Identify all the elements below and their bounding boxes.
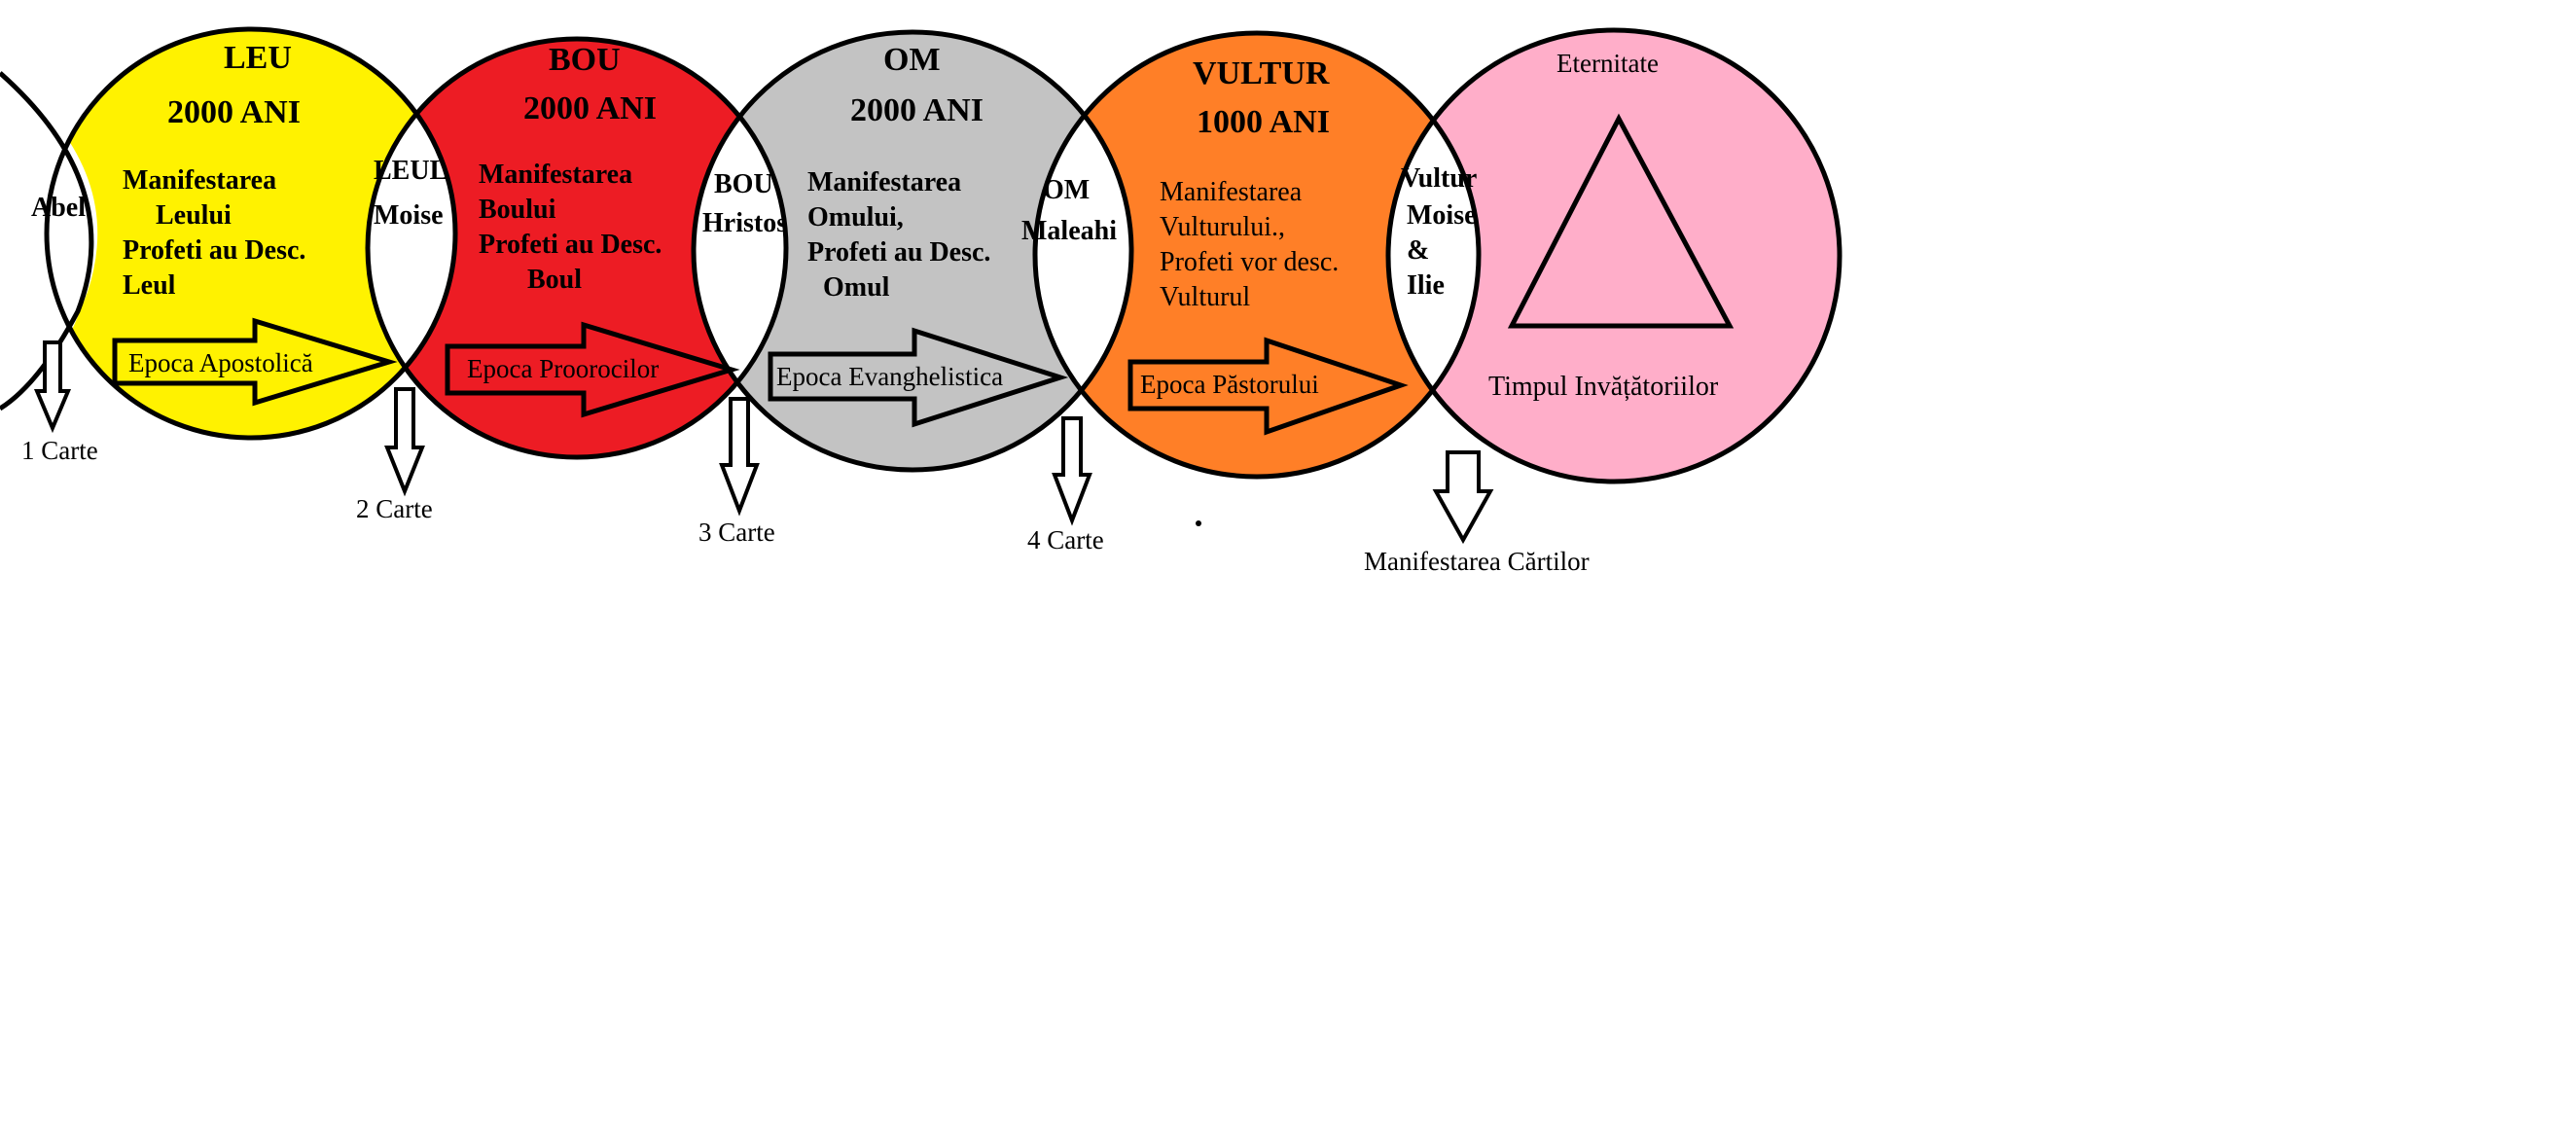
bou-line-2: Boului <box>479 195 556 225</box>
bou-years: 2000 ANI <box>523 90 657 126</box>
epoca-pastorului-label: Epoca Păstorului <box>1140 370 1319 399</box>
epoca-proorocilor-label: Epoca Proorocilor <box>467 354 659 383</box>
leu-title: LEU <box>224 40 292 76</box>
vultur-years: 1000 ANI <box>1197 104 1330 140</box>
left-arc-outline <box>0 71 94 411</box>
abel-label: Abel <box>31 193 86 223</box>
book-3-arrow <box>719 397 760 517</box>
leu-line-1: Manifestarea <box>123 165 276 196</box>
om-circle <box>694 32 1131 470</box>
maleahi-label: Maleahi <box>1021 216 1117 246</box>
hristos-label: Hristos <box>702 208 787 238</box>
leu-years: 2000 ANI <box>167 94 301 130</box>
epoca-pastorului-arrow <box>1127 337 1409 436</box>
book-3-label: 3 Carte <box>698 518 775 547</box>
book-2-label: 2 Carte <box>356 494 433 523</box>
bou-outline <box>365 36 789 460</box>
om-outline <box>691 29 1134 473</box>
eternitate-title: Eternitate <box>1556 49 1659 78</box>
book-5-arrow <box>1432 450 1494 545</box>
book-4-label: 4 Carte <box>1027 525 1104 554</box>
bou-line-1: Manifestarea <box>479 160 632 190</box>
om-line-2: Omului, <box>807 202 904 232</box>
vultur-overlap-label: Vultur <box>1401 163 1477 194</box>
epoca-apostolica-label: Epoca Apostolică <box>128 348 313 377</box>
om-overlap-label: OM <box>1043 175 1090 205</box>
vultur-line-3: Profeti vor desc. <box>1160 247 1339 277</box>
trinity-triangle <box>1507 113 1735 329</box>
bou-line-3: Profeti au Desc. <box>479 230 662 260</box>
leu-circle <box>47 29 455 438</box>
moise-2-label: Moise <box>1407 200 1477 231</box>
vultur-outline <box>1032 30 1482 480</box>
epoca-apostolica-arrow <box>112 317 398 407</box>
bou-line-4: Boul <box>527 265 582 295</box>
om-line-3: Profeti au Desc. <box>807 237 990 268</box>
leu-line-2: Leului <box>156 200 232 231</box>
leu-line-3: Profeti au Desc. <box>123 235 305 266</box>
ilie-label: Ilie <box>1407 270 1445 301</box>
om-line-4: Omul <box>823 272 890 303</box>
ampersand-label: & <box>1407 235 1429 266</box>
vultur-line-2: Vulturului., <box>1160 212 1285 242</box>
stray-dot <box>1196 520 1201 526</box>
vultur-circle <box>1035 33 1479 477</box>
book-2-arrow <box>384 387 425 497</box>
epoca-evanghelistica-arrow <box>768 327 1069 428</box>
epoca-evanghelistica-label: Epoca Evanghelistica <box>776 362 1003 391</box>
book-1-arrow <box>33 340 72 434</box>
book-5-label: Manifestarea Cărtilor <box>1364 547 1590 576</box>
om-title: OM <box>883 42 941 78</box>
om-years: 2000 ANI <box>850 92 984 128</box>
book-4-arrow <box>1052 416 1092 526</box>
leu-line-4: Leul <box>123 270 176 301</box>
book-1-label: 1 Carte <box>21 436 98 465</box>
eternitate-outline <box>1385 27 1843 484</box>
eternitate-circle <box>1388 30 1840 482</box>
om-line-1: Manifestarea <box>807 167 961 197</box>
leul-label: LEUL <box>374 156 447 186</box>
leu-outline <box>44 26 458 441</box>
bou-overlap-label: BOU <box>714 169 773 199</box>
vultur-line-1: Manifestarea <box>1160 177 1303 207</box>
moise-1-label: Moise <box>374 200 444 231</box>
vultur-line-4: Vulturul <box>1160 282 1250 312</box>
eternitate-caption: Timpul Invățătoriilor <box>1488 372 1719 402</box>
bou-title: BOU <box>549 42 621 78</box>
vultur-title: VULTUR <box>1193 55 1330 91</box>
epoca-proorocilor-arrow <box>445 321 740 418</box>
